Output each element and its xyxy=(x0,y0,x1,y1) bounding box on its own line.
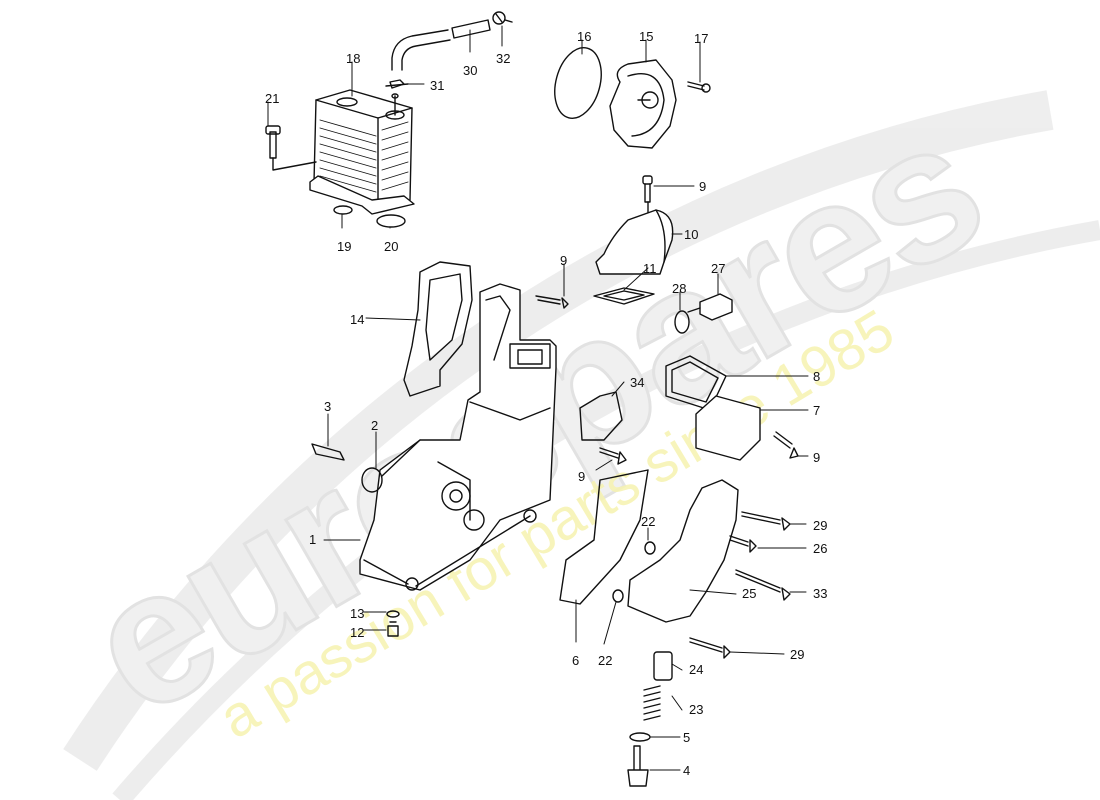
part-30-hose xyxy=(391,19,491,71)
part-29-bolt-upper xyxy=(741,511,791,531)
part-5-washer xyxy=(629,732,651,742)
callout-22-upper: 22 xyxy=(641,514,656,529)
part-34-bracket xyxy=(579,391,623,441)
part-24-piston xyxy=(653,651,673,681)
part-19-washer xyxy=(333,205,353,215)
callout-30: 30 xyxy=(463,63,478,78)
part-3-pin xyxy=(311,443,345,461)
callout-29-lower: 29 xyxy=(790,647,805,662)
callout-10: 10 xyxy=(684,227,699,242)
part-22-bushing-a xyxy=(644,541,656,555)
callout-12: 12 xyxy=(350,625,365,640)
callout-16: 16 xyxy=(577,29,592,44)
callout-8: 8 xyxy=(813,369,821,384)
callout-21: 21 xyxy=(265,91,280,106)
part-9-bolt-lower xyxy=(599,447,627,465)
part-32-clamp xyxy=(492,11,513,25)
callout-6: 6 xyxy=(572,653,580,668)
callout-9-top: 9 xyxy=(699,179,707,194)
leader-lines xyxy=(267,25,809,771)
part-18-oil-cooler xyxy=(309,89,415,215)
callout-7: 7 xyxy=(813,403,821,418)
callout-25: 25 xyxy=(742,586,757,601)
part-11-gasket xyxy=(593,287,655,305)
part-29-bolt-lower xyxy=(689,637,731,659)
callout-2: 2 xyxy=(371,418,379,433)
callout-18: 18 xyxy=(346,51,361,66)
part-10-elbow xyxy=(595,209,674,275)
part-17-bolt xyxy=(687,81,711,93)
callout-1: 1 xyxy=(309,532,317,547)
part-13-washer xyxy=(386,610,400,618)
callout-13: 13 xyxy=(350,606,365,621)
part-1-housing xyxy=(359,283,557,591)
callout-3: 3 xyxy=(324,399,332,414)
callout-14: 14 xyxy=(350,312,365,327)
callout-33: 33 xyxy=(813,586,828,601)
part-28-o-ring xyxy=(674,310,690,334)
part-8-gasket xyxy=(665,355,727,411)
part-31-fitting xyxy=(385,79,409,89)
part-4-plug xyxy=(627,745,649,787)
callout-9-right: 9 xyxy=(813,450,821,465)
part-6-gasket xyxy=(559,469,649,605)
part-22-bushing-b xyxy=(612,589,624,603)
part-9-bolt-right xyxy=(773,431,799,459)
callout-17: 17 xyxy=(694,31,709,46)
callout-27: 27 xyxy=(711,261,726,276)
part-9-bolt-side xyxy=(535,295,569,309)
part-7-cover xyxy=(695,395,761,461)
callout-9-lower: 9 xyxy=(578,469,586,484)
part-15-cover xyxy=(609,59,677,149)
callout-4: 4 xyxy=(683,763,691,778)
callout-34: 34 xyxy=(630,375,645,390)
callout-22-lower: 22 xyxy=(598,653,613,668)
callout-15: 15 xyxy=(639,29,654,44)
callout-29-upper: 29 xyxy=(813,518,828,533)
part-20-seal xyxy=(376,214,406,228)
callout-26: 26 xyxy=(813,541,828,556)
part-33-bolt xyxy=(735,569,791,601)
callout-20: 20 xyxy=(384,239,399,254)
callout-19: 19 xyxy=(337,239,352,254)
part-2-o-ring xyxy=(361,467,383,493)
part-12-plug xyxy=(387,621,399,637)
part-21-bolt xyxy=(265,125,317,171)
callout-9-side: 9 xyxy=(560,253,568,268)
part-23-spring xyxy=(643,685,661,721)
part-16-o-ring xyxy=(554,47,602,119)
part-25-pump-body xyxy=(627,479,739,623)
callout-24: 24 xyxy=(689,662,704,677)
part-27-sensor xyxy=(687,293,733,321)
callout-31: 31 xyxy=(430,78,445,93)
part-26-bolt xyxy=(729,535,757,553)
callout-23: 23 xyxy=(689,702,704,717)
callout-11: 11 xyxy=(643,261,657,276)
callout-28: 28 xyxy=(672,281,687,296)
part-14-gasket xyxy=(403,261,473,397)
callout-32: 32 xyxy=(496,51,511,66)
callout-5: 5 xyxy=(683,730,691,745)
